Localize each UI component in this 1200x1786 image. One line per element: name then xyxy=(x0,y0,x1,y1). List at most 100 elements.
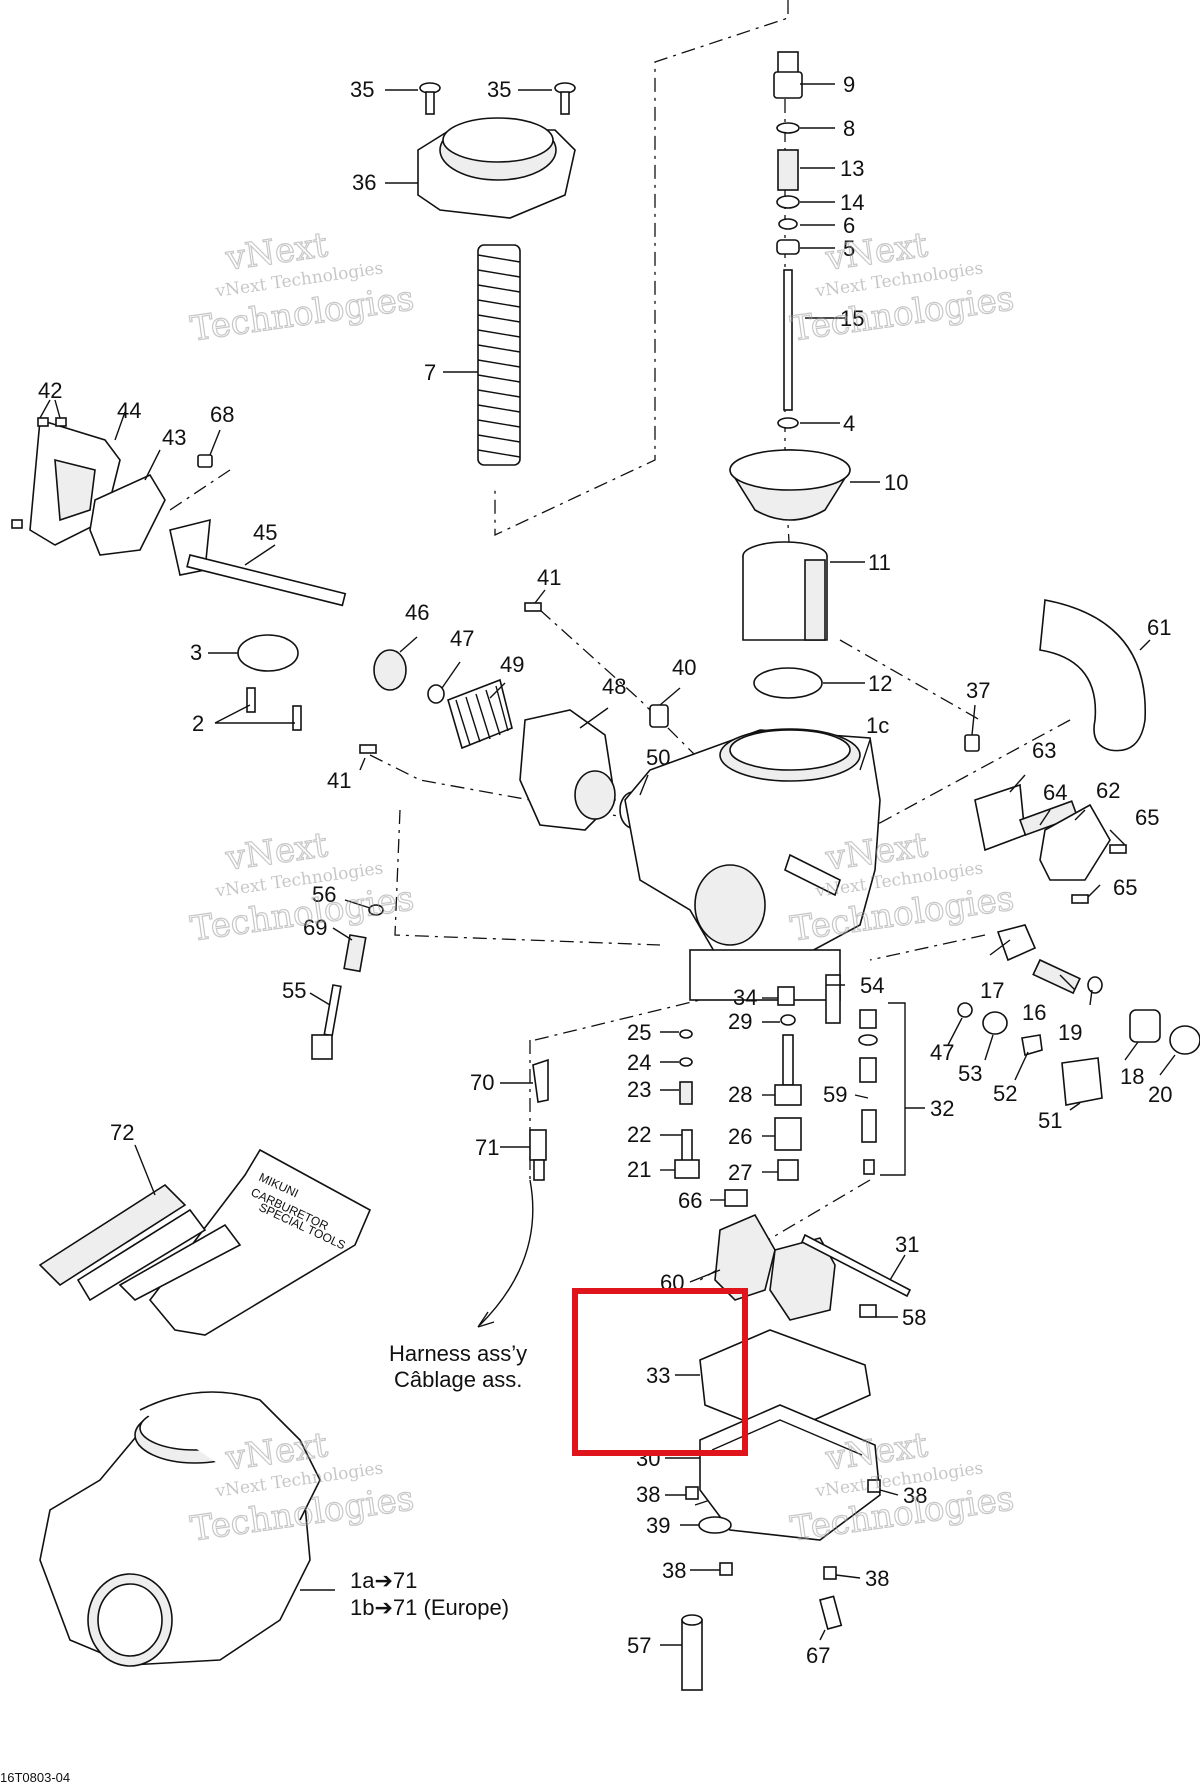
washer-47 xyxy=(427,684,445,704)
label-51: 51 xyxy=(1038,1108,1062,1133)
screw-35-left xyxy=(419,82,441,115)
label-13: 13 xyxy=(840,156,864,181)
harness-caption-fr: Câblage ass. xyxy=(394,1367,522,1392)
label-14: 14 xyxy=(840,190,864,215)
screw-58 xyxy=(859,1304,877,1318)
carburetor-body-1c xyxy=(624,728,881,1001)
screw-67 xyxy=(819,1595,843,1630)
pin-31 xyxy=(800,1233,912,1298)
label-25: 25 xyxy=(627,1020,651,1045)
o-ring-56 xyxy=(368,904,384,916)
label-29: 29 xyxy=(728,1009,752,1034)
tube-57 xyxy=(681,1614,703,1691)
label-38-a: 38 xyxy=(636,1482,660,1507)
label-35-right: 35 xyxy=(487,77,511,102)
label-48: 48 xyxy=(602,674,626,699)
label-32: 32 xyxy=(930,1096,954,1121)
label-46: 46 xyxy=(405,600,429,625)
harness-caption-en: Harness ass’y xyxy=(389,1341,527,1366)
label-26: 26 xyxy=(728,1124,752,1149)
label-41-top: 41 xyxy=(537,565,561,590)
label-5: 5 xyxy=(843,236,855,261)
label-17: 17 xyxy=(980,978,1004,1003)
label-38-c: 38 xyxy=(662,1558,686,1583)
label-34: 34 xyxy=(733,985,757,1010)
bushing-46 xyxy=(373,649,407,691)
label-22: 22 xyxy=(627,1122,651,1147)
bracket-70 xyxy=(532,1058,549,1103)
label-33: 33 xyxy=(646,1363,670,1388)
gasket-43 xyxy=(89,473,166,556)
needle-assembly xyxy=(773,51,803,429)
label-38-d: 38 xyxy=(865,1566,889,1591)
label-69: 69 xyxy=(303,915,327,940)
label-63: 63 xyxy=(1032,738,1056,763)
label-12: 12 xyxy=(868,671,892,696)
label-44: 44 xyxy=(117,398,141,423)
label-50: 50 xyxy=(646,745,670,770)
top-cover-36 xyxy=(417,117,576,219)
label-43: 43 xyxy=(162,425,186,450)
housing-48 xyxy=(519,709,616,831)
screws-42 xyxy=(11,417,67,529)
label-21: 21 xyxy=(627,1157,651,1182)
plug-40 xyxy=(649,704,669,728)
float-60 xyxy=(714,1213,836,1321)
bracket-39 xyxy=(698,1516,732,1534)
label-64: 64 xyxy=(1043,780,1067,805)
choke-assembly xyxy=(957,924,1200,1106)
harness-arrowhead xyxy=(477,1311,495,1328)
watermark-top-right: vNext vNext Technologies Technologies xyxy=(787,224,1017,350)
label-41-left: 41 xyxy=(327,768,351,793)
screw-38-a xyxy=(685,1486,699,1500)
diaphragm-10 xyxy=(728,449,852,521)
label-56: 56 xyxy=(312,882,336,907)
label-59: 59 xyxy=(823,1082,847,1107)
carburetor-assembly-1a-1b xyxy=(39,1391,335,1667)
label-2: 2 xyxy=(192,711,204,736)
label-31: 31 xyxy=(895,1232,919,1257)
spring-49 xyxy=(447,678,513,750)
cover-62 xyxy=(1039,803,1111,881)
screw-38-c xyxy=(719,1562,733,1576)
label-10: 10 xyxy=(884,470,908,495)
label-68: 68 xyxy=(210,402,234,427)
screw-38-d xyxy=(823,1566,837,1580)
label-72: 72 xyxy=(110,1120,134,1145)
label-24: 24 xyxy=(627,1050,651,1075)
part-labels: 35 35 36 7 9 8 13 14 6 5 15 4 10 11 12 4… xyxy=(38,72,1172,1668)
label-71: 71 xyxy=(475,1135,499,1160)
label-6: 6 xyxy=(843,213,855,238)
label-62: 62 xyxy=(1096,778,1120,803)
throttle-slide-11 xyxy=(742,541,828,641)
screw-65-bottom xyxy=(1071,894,1089,904)
nut-68 xyxy=(197,454,213,468)
label-67: 67 xyxy=(806,1643,830,1668)
label-7: 7 xyxy=(424,360,436,385)
label-19: 19 xyxy=(1058,1020,1082,1045)
screw-65-top xyxy=(1109,844,1127,854)
label-23: 23 xyxy=(627,1077,651,1102)
throttle-shaft-45 xyxy=(169,518,347,607)
throttle-plate-3 xyxy=(237,634,299,672)
label-1a: 1a➔71 xyxy=(350,1568,417,1593)
spring-69 xyxy=(343,934,367,973)
label-53: 53 xyxy=(958,1061,982,1086)
screw-41-top xyxy=(524,602,542,612)
leader-lines xyxy=(39,83,1176,1646)
label-18: 18 xyxy=(1120,1064,1144,1089)
screw-41-left xyxy=(359,744,377,754)
label-28: 28 xyxy=(728,1082,752,1107)
highlight-box xyxy=(572,1288,748,1456)
label-38-b: 38 xyxy=(903,1483,927,1508)
label-9: 9 xyxy=(843,72,855,97)
label-36: 36 xyxy=(352,170,376,195)
sensor-71 xyxy=(529,1129,547,1181)
label-11: 11 xyxy=(868,550,891,575)
watermark-top-left: vNext vNext Technologies Technologies xyxy=(187,224,417,350)
drawing-code: 16T0803-04 xyxy=(0,1770,70,1785)
label-27: 27 xyxy=(728,1160,752,1185)
assembly-guide-lines xyxy=(169,0,1071,1506)
label-30: 30 xyxy=(636,1446,660,1471)
